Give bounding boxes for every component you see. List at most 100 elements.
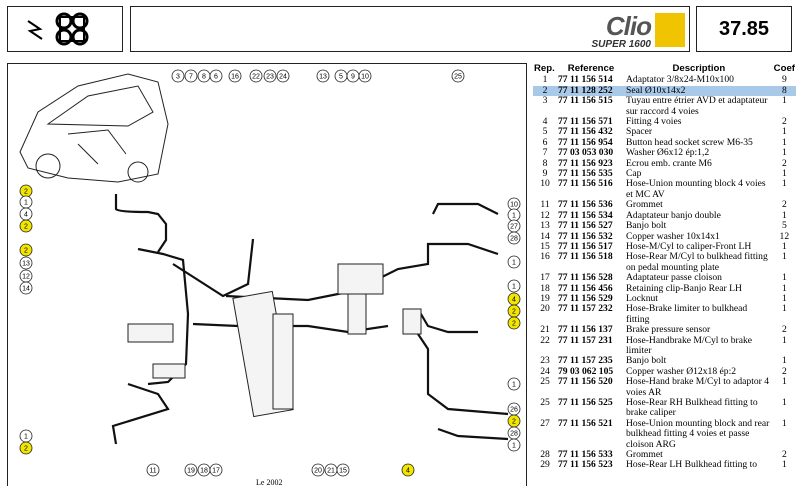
col-description: Description [672,63,726,74]
callout-label: 7 [189,74,193,81]
callout-label: 10 [510,202,518,209]
col-coef: Coef [773,63,795,74]
cell-coef: 2 [781,199,787,211]
callout-bubble: 2 [507,316,521,330]
callout-label: 2 [24,248,28,255]
cell-ref: 77 11 156 456 [558,282,613,294]
cell-ref: 77 11 156 137 [558,324,613,336]
callout-label: 3 [176,74,180,81]
callout-label: 13 [22,261,30,268]
callout-bubble: 22 [249,69,263,83]
cell-ref: 77 11 156 533 [558,449,613,461]
logo-subtext: SUPER 1600 [591,39,651,50]
callout-label: 5 [339,74,343,81]
callout-label: 28 [510,236,518,243]
callout-bubble: 9 [346,69,360,83]
callout-label: 12 [22,274,30,281]
cell-desc: Adaptateur banjo double [626,209,721,221]
cell-rep: 25 [540,376,550,388]
cell-ref: 77 11 157 231 [558,334,613,346]
cell-desc: Cap [626,168,642,180]
callout-label: 1 [512,382,516,389]
callout-label: 10 [361,74,369,81]
cell-coef: 9 [781,74,787,86]
cell-desc: Hose-Union mounting block and rear bulkh… [626,417,770,450]
cell-rep: 23 [540,355,550,367]
table-row[interactable]: 18 77 11 156 456 Retaining clip-Banjo Rear… [533,282,796,294]
cell-coef: 1 [781,126,787,138]
cell-ref: 77 11 156 432 [558,126,613,138]
callout-label: 23 [266,74,274,81]
callout-label: 22 [252,74,260,81]
cell-ref: 77 11 156 528 [558,272,613,284]
callout-label: 15 [339,468,347,475]
callout-bubble: 2 [19,184,33,198]
callout-label: 14 [22,286,30,293]
cell-desc: Hose-Brake limiter to bulkhead fitting [626,303,748,325]
callout-bubble: 27 [507,219,521,233]
cell-desc: Adaptateur passe cloison [626,272,722,284]
cell-rep: 13 [540,220,550,232]
callout-label: 2 [512,309,516,316]
cell-ref: 77 11 156 521 [558,417,613,429]
cell-ref: 77 11 156 532 [558,230,613,242]
cell-coef: 2 [781,365,787,377]
callout-bubble: 2 [507,414,521,428]
callout-bubble: 28 [507,426,521,440]
callout-bubble: 2 [19,243,33,257]
cell-rep: 18 [540,282,550,294]
cell-ref: 77 11 156 523 [558,459,613,471]
callout-bubble: 1 [507,377,521,391]
cell-rep: 14 [540,230,550,242]
callout-label: 1 [512,260,516,267]
callout-label: 20 [314,468,322,475]
cell-coef: 1 [781,178,787,190]
cell-coef: 1 [781,292,787,304]
callout-bubble: 6 [209,69,223,83]
callout-bubble: 18 [197,463,211,477]
cell-coef: 2 [781,157,787,169]
cell-coef: 1 [781,95,787,107]
cell-desc: Hose-Hand brake M/Cyl to adaptor 4 voies… [626,376,770,398]
cell-coef: 1 [781,303,787,315]
cell-desc: Retaining clip-Banjo Rear LH [626,282,742,294]
callout-bubble: 14 [19,281,33,295]
car-illustration [19,73,169,183]
cell-desc: Copper washer 10x14x1 [626,230,720,242]
cell-ref: 77 11 156 516 [558,178,613,190]
cell-rep: 17 [540,272,550,284]
cell-coef: 1 [781,272,787,284]
cell-ref: 77 11 156 529 [558,292,613,304]
cell-ref: 79 03 062 105 [558,365,614,377]
callout-bubble: 2 [19,441,33,455]
table-row[interactable]: 17 77 11 156 528 Adaptateur passe cloison 1 [533,272,796,284]
